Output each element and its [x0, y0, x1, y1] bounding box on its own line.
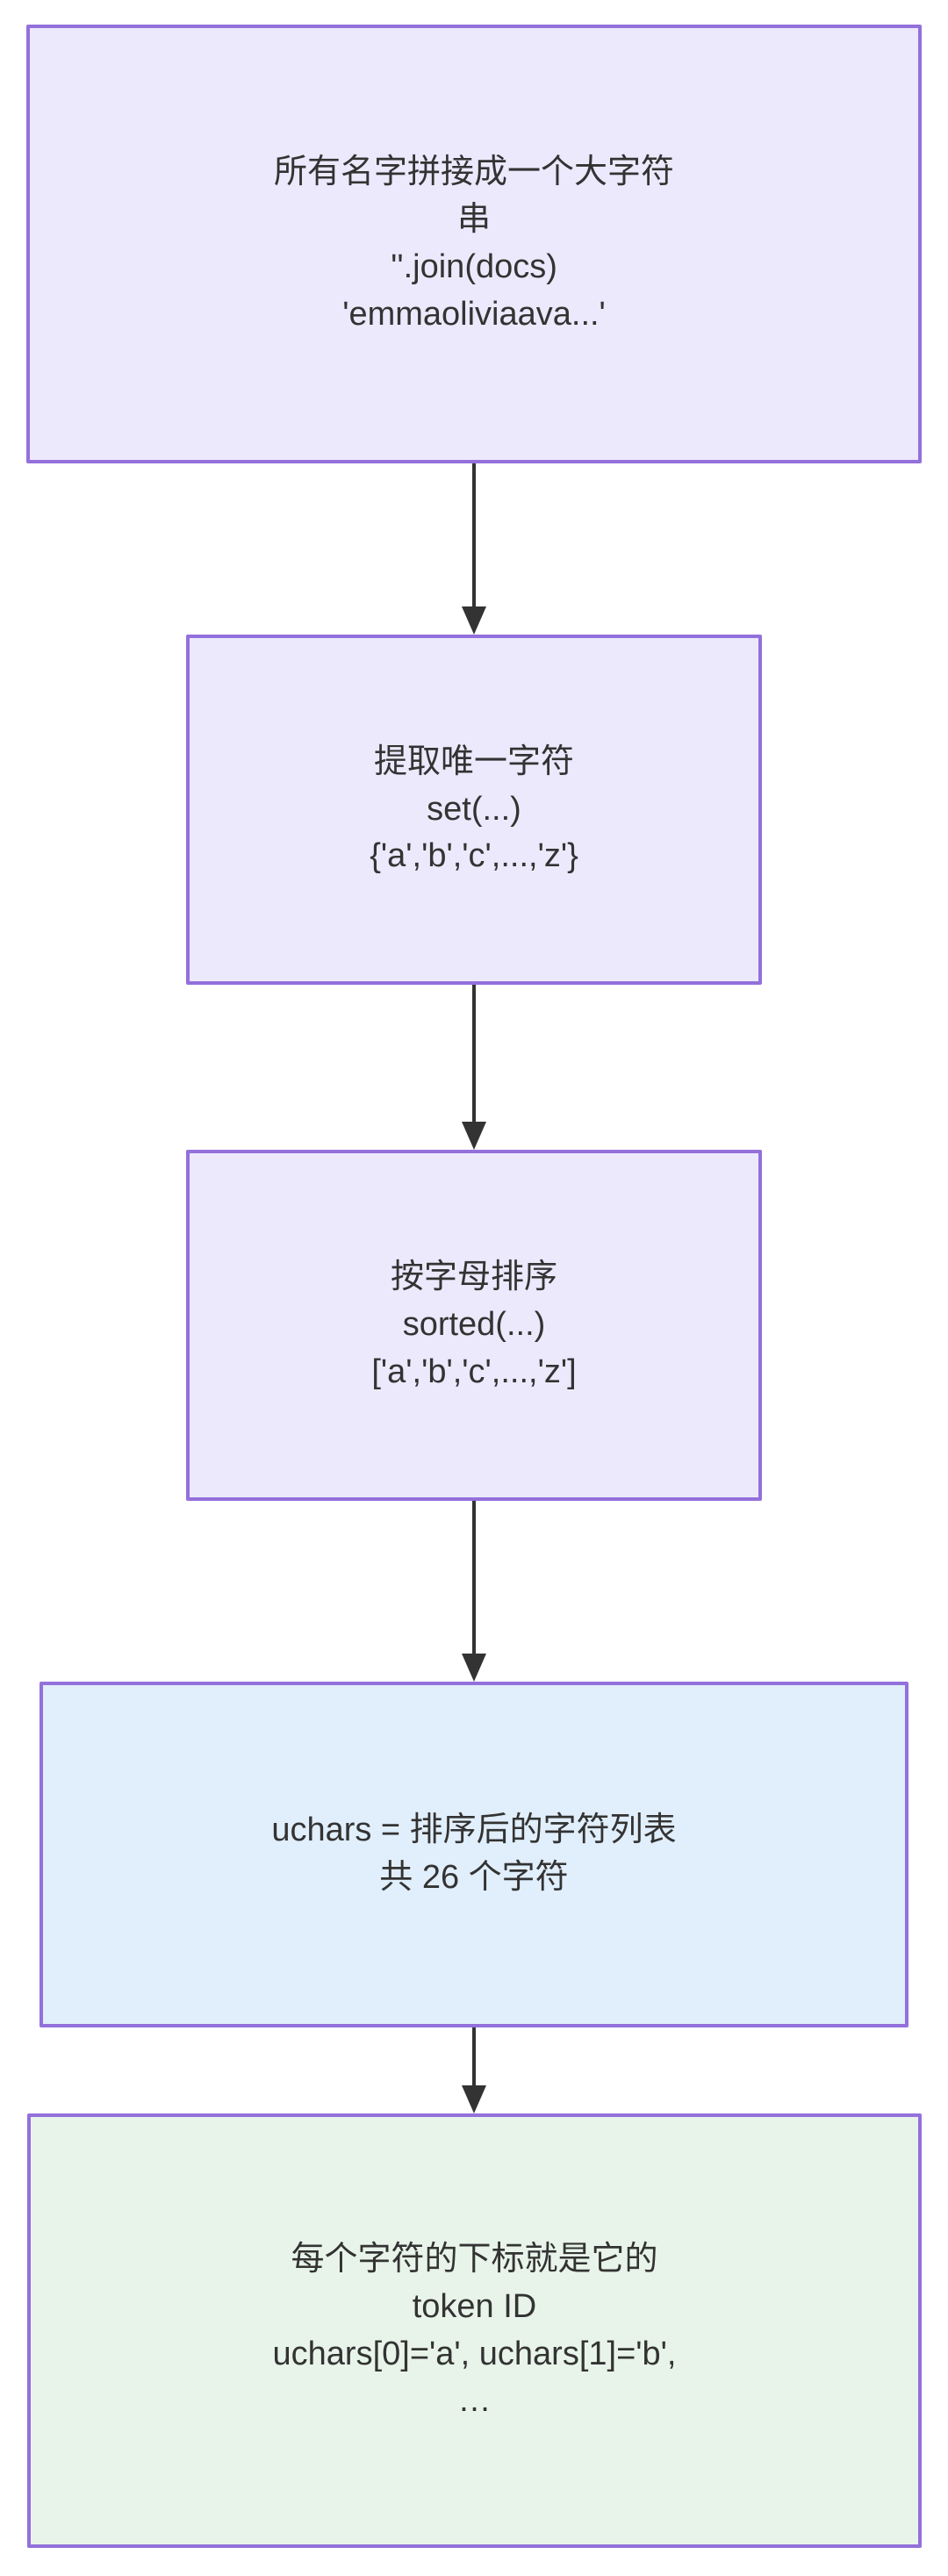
node-concat-all-names[interactable]: 所有名字拼接成一个大字符 串 ''.join(docs) 'emmaolivia…: [26, 25, 922, 463]
node-uchars-line-2: 共 26 个字符: [379, 1859, 569, 1896]
node-sorted-line-3: ['a','b','c',...,'z']: [371, 1353, 577, 1390]
node-concat-line-3: ''.join(docs): [391, 248, 557, 285]
node-sorted-line-1: 按字母排序: [390, 1259, 557, 1296]
node-concat-line-4: 'emmaoliviaava...': [342, 295, 606, 333]
node-tokenid-line-3: uchars[0]='a', uchars[1]='b',: [272, 2335, 677, 2372]
node-extract-unique-chars[interactable]: 提取唯一字符 set(...) {'a','b','c',...,'z'}: [186, 635, 762, 985]
node-uchars-list[interactable]: uchars = 排序后的字符列表 共 26 个字符: [40, 1682, 908, 2027]
node-tokenid-line-1: 每个字符的下标就是它的: [291, 2240, 658, 2278]
node-token-id-mapping[interactable]: 每个字符的下标就是它的 token ID uchars[0]='a', ucha…: [27, 2113, 922, 2548]
node-unique-line-3: {'a','b','c',...,'z'}: [370, 837, 578, 875]
node-unique-line-2: set(...): [427, 790, 521, 828]
node-tokenid-line-4: …: [457, 2382, 492, 2420]
node-uchars-line-1: uchars = 排序后的字符列表: [271, 1812, 677, 1849]
node-unique-line-1: 提取唯一字符: [373, 743, 574, 780]
node-tokenid-line-2: token ID: [412, 2287, 537, 2325]
node-concat-line-1: 所有名字拼接成一个大字符: [273, 154, 674, 191]
node-sorted-line-2: sorted(...): [402, 1306, 546, 1344]
node-concat-line-2: 串: [456, 201, 491, 239]
node-sort-alphabetically[interactable]: 按字母排序 sorted(...) ['a','b','c',...,'z']: [186, 1150, 762, 1501]
